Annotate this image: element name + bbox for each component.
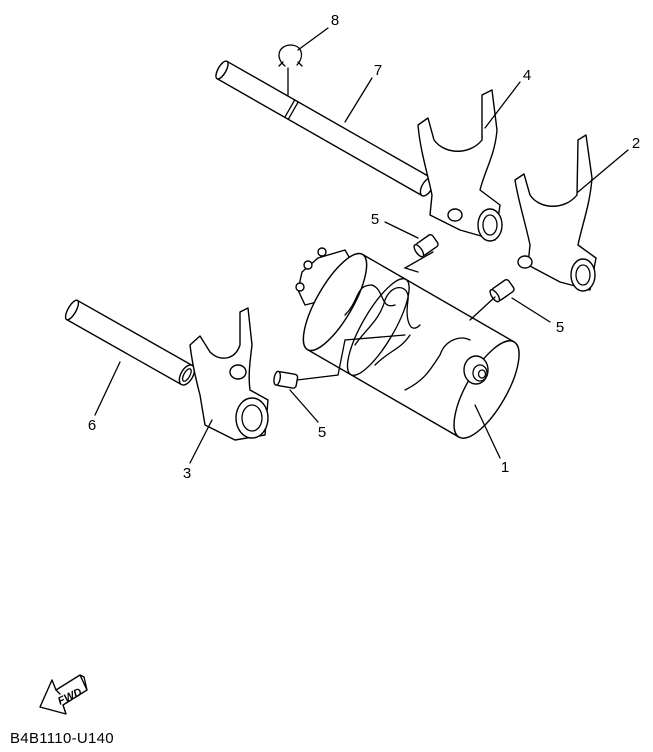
callout-1: 1 [501, 459, 509, 476]
fork-shaft-6 [64, 299, 196, 386]
callout-2: 2 [632, 135, 640, 152]
fwd-arrow-icon: FWD [39, 674, 88, 715]
guide-pin-5b [489, 279, 515, 303]
circlip-8 [278, 44, 303, 67]
drawing-code: B4B1110-U140 [10, 730, 114, 747]
guide-pin-5a [413, 234, 439, 258]
shift-cam-drum-1 [295, 247, 520, 439]
leader-lines [94, 27, 629, 464]
callout-3: 3 [183, 465, 191, 482]
shift-fork-3 [189, 307, 269, 441]
callout-4: 4 [523, 67, 531, 84]
fork-shaft-7 [215, 60, 435, 197]
callout-6: 6 [88, 417, 96, 434]
callout-5a: 5 [371, 211, 379, 228]
callout-7: 7 [374, 62, 382, 79]
shift-fork-2 [514, 134, 597, 292]
callout-8: 8 [331, 12, 339, 29]
shift-fork-4 [417, 89, 503, 242]
callout-5b: 5 [556, 319, 564, 336]
callout-5c: 5 [318, 424, 326, 441]
guide-pin-5c [273, 370, 299, 389]
